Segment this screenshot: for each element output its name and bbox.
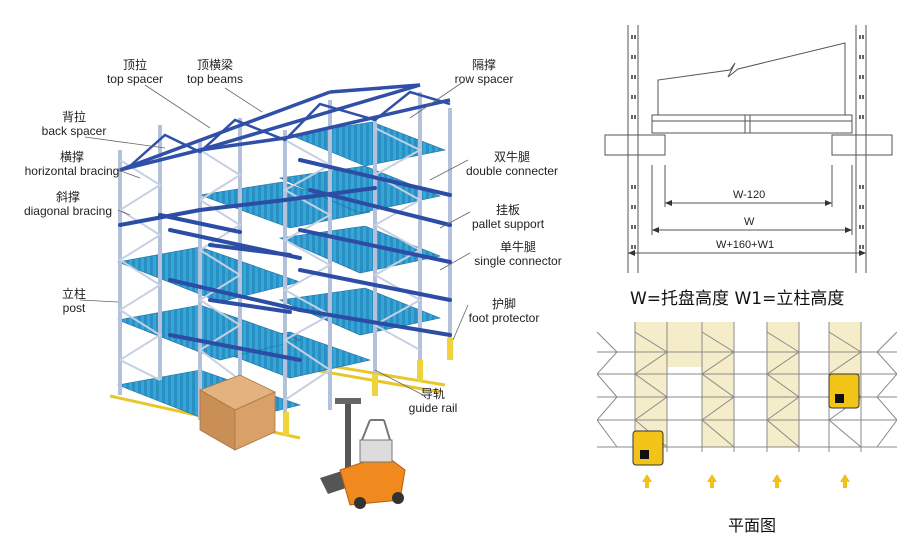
rack-illustration: [79, 81, 471, 509]
leader-lines: [79, 81, 471, 396]
pallet-decks: [116, 121, 447, 426]
direction-arrows: [642, 474, 850, 488]
shuttle-cart-icon: [632, 373, 860, 466]
level-beams: [118, 158, 452, 362]
dimension-w-plus-160-w1: W+160+W1: [716, 239, 775, 251]
plan-caption: 平面图: [728, 516, 777, 535]
dimension-w: W: [744, 216, 755, 228]
top-spacers: [129, 90, 451, 167]
section-drawing: [604, 25, 893, 273]
forklift-icon: [320, 398, 406, 509]
dimension-w-minus-120: W-120: [733, 189, 766, 201]
formula-caption: W=托盘高度 W1=立柱高度: [630, 289, 845, 309]
frame-bracing: [117, 127, 423, 411]
cardboard-pallet: [199, 374, 276, 451]
plan-view: [597, 322, 897, 488]
